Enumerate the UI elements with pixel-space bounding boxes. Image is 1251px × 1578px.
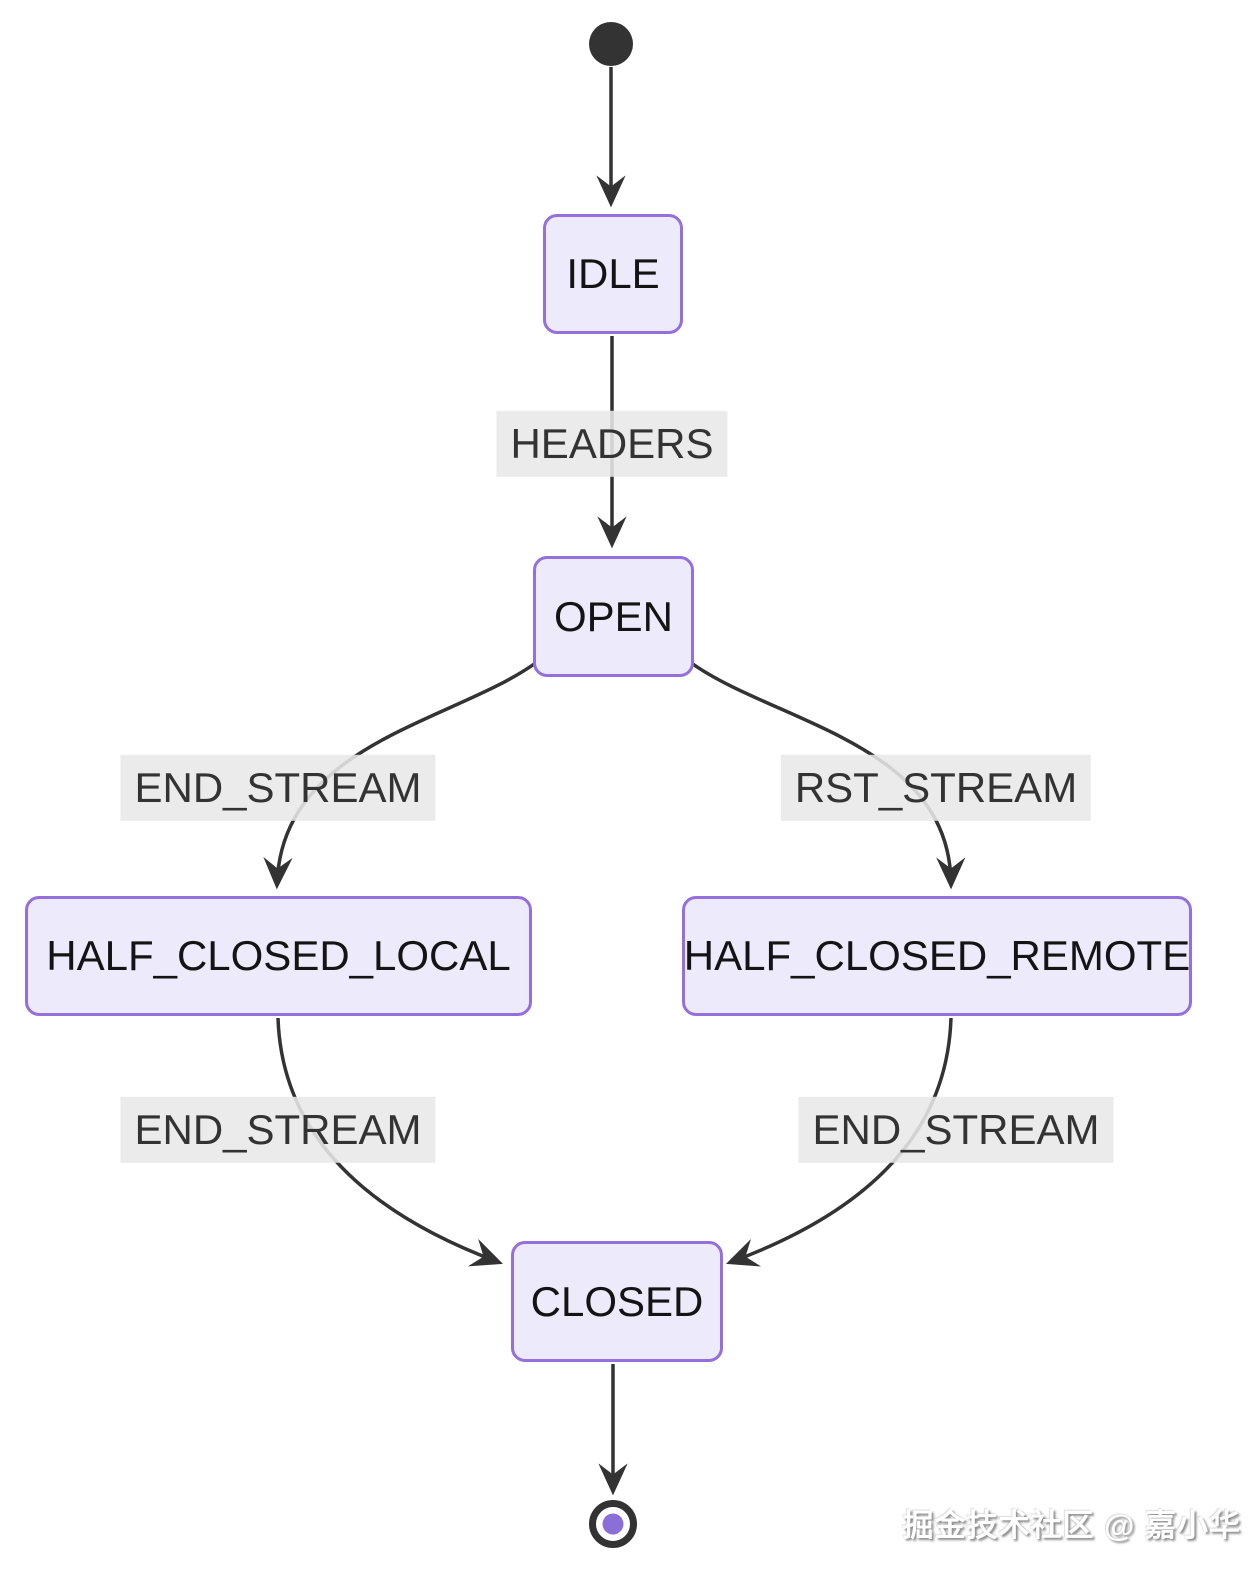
edge-label-rst-stream: RST_STREAM [780, 754, 1092, 822]
state-closed: CLOSED [511, 1241, 723, 1362]
state-open: OPEN [533, 556, 694, 677]
state-half-closed-remote-label: HALF_CLOSED_REMOTE [683, 932, 1191, 979]
state-idle-label: IDLE [566, 250, 660, 297]
start-state-dot [589, 22, 633, 66]
edge-label-end-stream-left: END_STREAM [120, 754, 436, 822]
state-half-closed-remote: HALF_CLOSED_REMOTE [682, 896, 1192, 1016]
watermark: 掘金技术社区 @ 嘉小华 [902, 1508, 1241, 1543]
state-half-closed-local-label: HALF_CLOSED_LOCAL [46, 932, 511, 979]
edge-label-headers: HEADERS [496, 410, 728, 478]
end-state-dot [602, 1513, 624, 1535]
edge-open-to-half-closed-local [263, 660, 539, 890]
state-idle: IDLE [543, 214, 683, 334]
edge-label-end-stream-bottom-left: END_STREAM [120, 1096, 436, 1164]
state-closed-label: CLOSED [530, 1277, 704, 1325]
edge-label-end-stream-bottom-right: END_STREAM [798, 1096, 1114, 1164]
state-open-label: OPEN [553, 592, 674, 640]
state-half-closed-local: HALF_CLOSED_LOCAL [25, 896, 532, 1016]
edge-open-to-half-closed-remote [688, 660, 966, 890]
